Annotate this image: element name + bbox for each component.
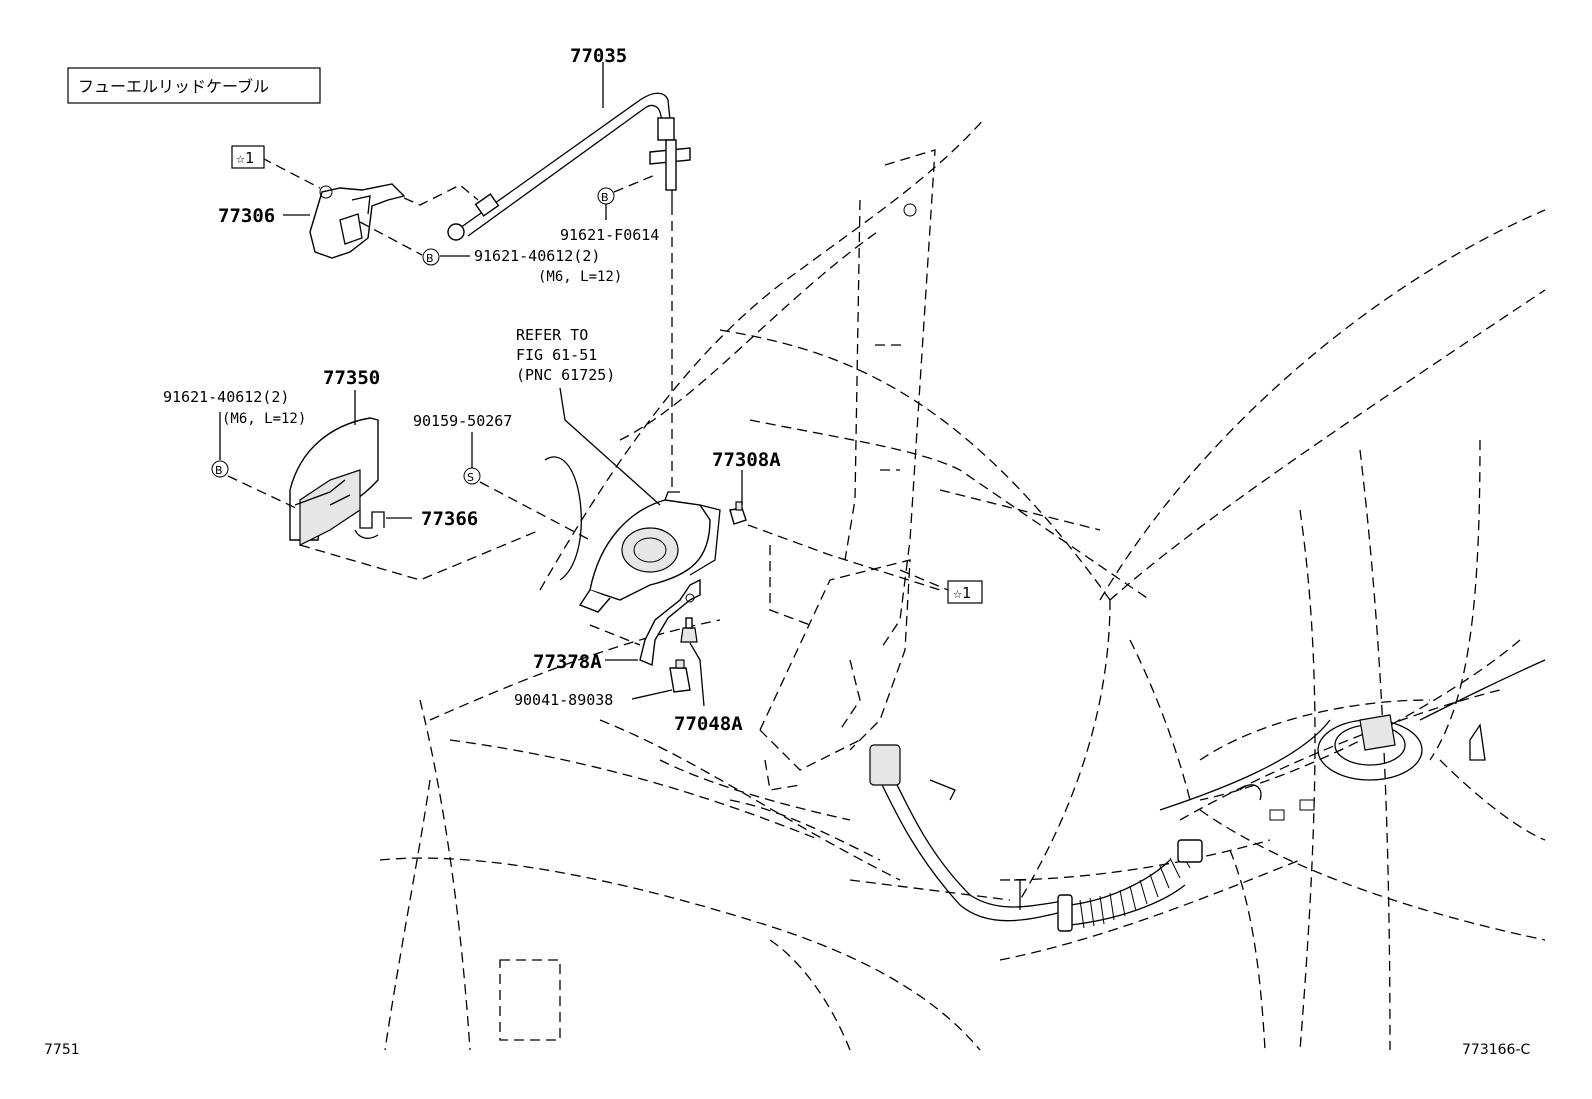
label-91621-spec-top: (M6, L=12) <box>538 269 622 285</box>
bolt-marker-left: B <box>211 460 229 478</box>
title-box: フューエルリッドケーブル <box>67 67 321 104</box>
star1-marker-top: ☆1 <box>231 145 265 169</box>
screw-marker: S <box>463 467 481 485</box>
label-77308a: 77308A <box>712 449 781 471</box>
bolt-marker-f0614: B <box>597 187 615 205</box>
label-77035: 77035 <box>570 45 627 67</box>
fuel-lid-77350 <box>289 417 379 546</box>
corrugated-hose <box>1079 849 1191 929</box>
star1-label-right: ☆1 <box>953 584 971 602</box>
bracket-77378a <box>639 578 701 667</box>
star1-marker-right: ☆1 <box>947 580 983 604</box>
label-91621-40612-top: 91621-40612(2) <box>474 247 600 265</box>
label-77306: 77306 <box>218 205 275 227</box>
part-labels: 77035 77306 91621-F0614 91621-40612(2) (… <box>163 45 781 735</box>
bolt-marker-label-1: B <box>426 252 434 265</box>
refer-line-3: (PNC 61725) <box>516 366 615 384</box>
refer-line-1: REFER TO <box>516 326 588 344</box>
label-91621-spec-left: (M6, L=12) <box>222 411 306 427</box>
cable-77035 <box>447 92 691 241</box>
refer-line-2: FIG 61-51 <box>516 346 597 364</box>
label-90041-89038: 90041-89038 <box>514 691 613 709</box>
label-77350: 77350 <box>323 367 380 389</box>
spring-77366 <box>354 510 385 539</box>
connector-90041 <box>669 659 691 693</box>
title-text: フューエルリッドケーブル <box>78 77 269 96</box>
vehicle-pillar <box>759 149 936 791</box>
screw-marker-label: S <box>467 471 474 484</box>
label-90159-50267: 90159-50267 <box>413 412 512 430</box>
leader-lines <box>219 62 949 707</box>
bolt-marker-77306: B <box>422 248 440 266</box>
label-91621-f0614: 91621-F0614 <box>560 226 659 244</box>
footer-right-code: 773166-C <box>1462 1042 1530 1058</box>
pin-77308a <box>729 501 747 525</box>
fuel-tank-area <box>1159 659 1546 821</box>
footer-left-code: 7751 <box>44 1042 80 1058</box>
fuel-lid-housing <box>544 456 721 613</box>
label-91621-40612-left: 91621-40612(2) <box>163 388 289 406</box>
clip-77048a <box>680 617 698 643</box>
label-77366: 77366 <box>421 508 478 530</box>
star1-label-top: ☆1 <box>236 149 254 167</box>
bracket-77306 <box>309 183 406 259</box>
bolt-marker-label-2: B <box>601 191 609 204</box>
bolt-marker-label-3: B <box>215 464 223 477</box>
label-77048a: 77048A <box>674 713 743 735</box>
filler-hose <box>869 744 1203 932</box>
label-77378a: 77378A <box>533 651 602 673</box>
